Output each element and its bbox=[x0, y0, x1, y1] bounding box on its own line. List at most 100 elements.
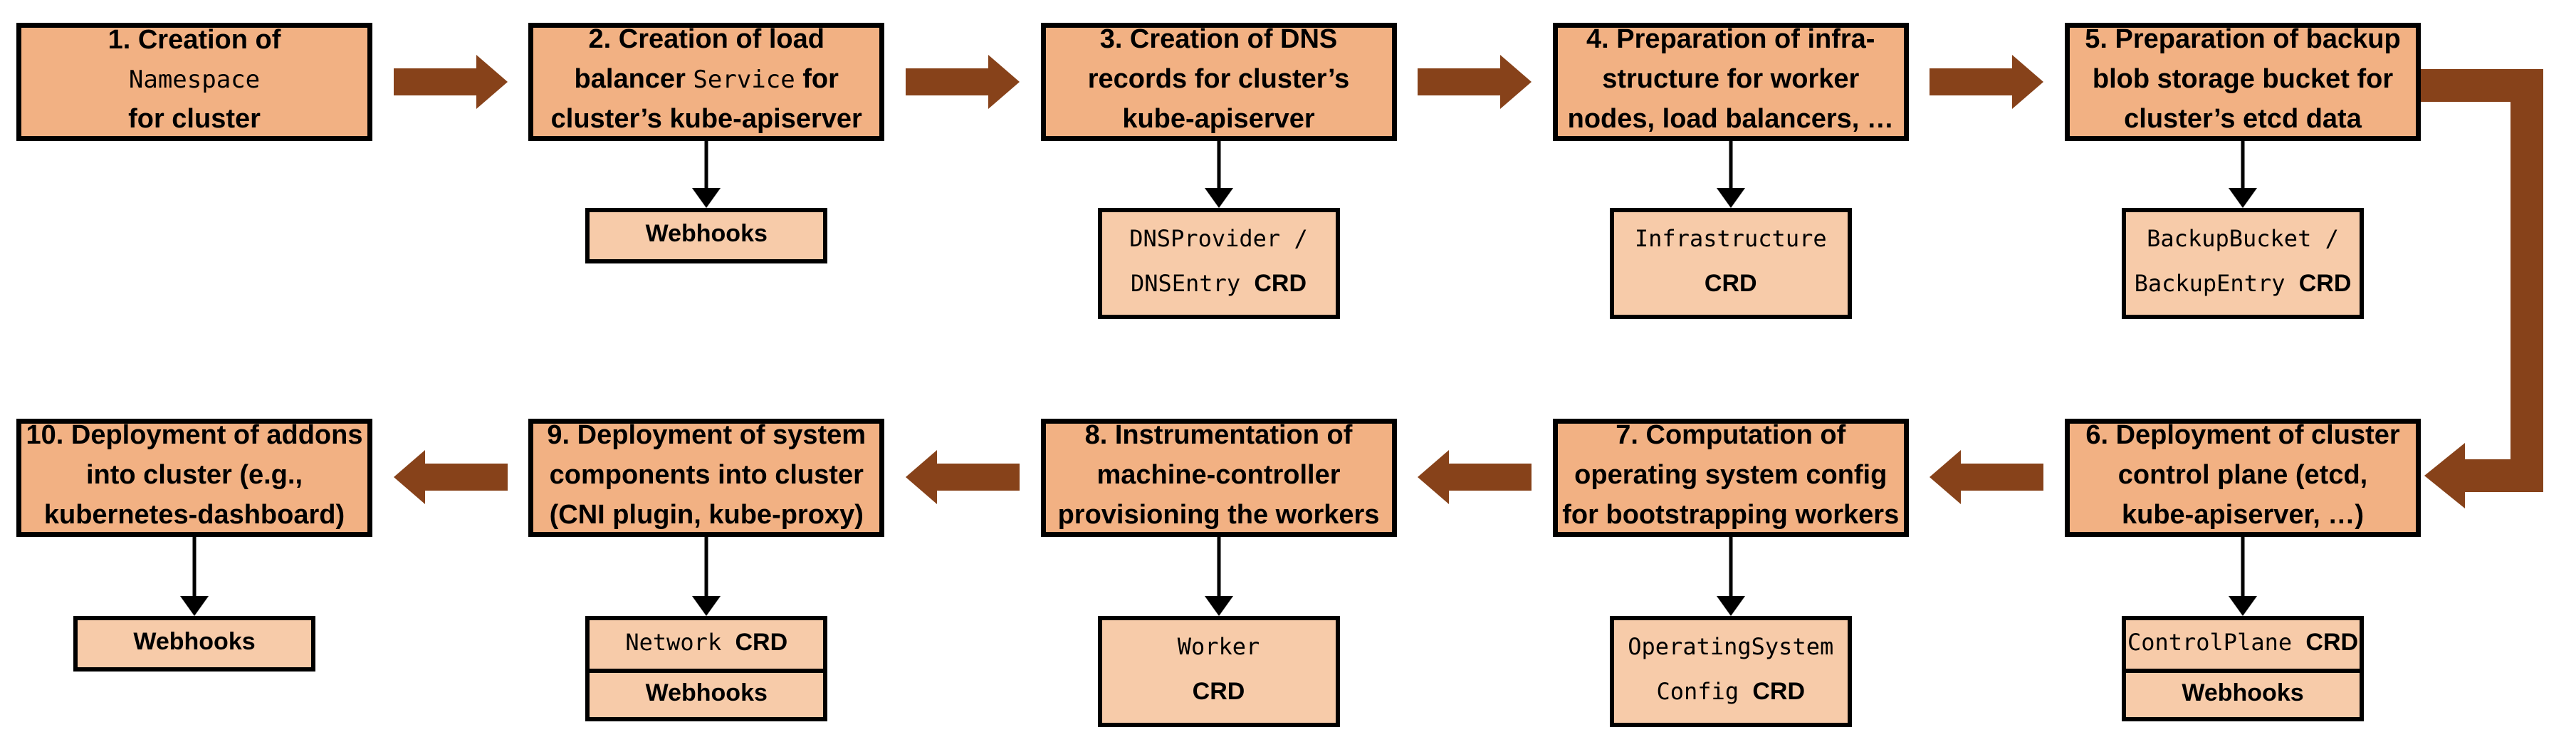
text-line: Config CRD bbox=[1656, 672, 1805, 716]
text-line: (CNI plugin, kube-proxy) bbox=[550, 498, 864, 538]
label-text: 4. Preparation of infra- bbox=[1586, 24, 1875, 54]
stage-4-connector-arrow bbox=[1710, 141, 1752, 208]
stage-4-box: 4. Preparation of infra-structure for wo… bbox=[1552, 22, 1909, 142]
label-text: for bbox=[795, 64, 839, 94]
stage-6-sub-boxes: ControlPlane CRD Webhooks bbox=[2122, 616, 2364, 721]
label-text: 7. Computation of bbox=[1616, 420, 1846, 450]
text-line: CRD bbox=[1705, 263, 1757, 308]
flow-arrow-head bbox=[476, 55, 508, 109]
code-text: Config bbox=[1656, 678, 1753, 705]
connector-arrowhead bbox=[692, 188, 721, 208]
stage-10-connector-arrow bbox=[173, 537, 216, 616]
crd-label: CRD bbox=[2298, 270, 2352, 297]
connector-line bbox=[1729, 537, 1733, 599]
flow-row-bottom: 10. Deployment of addons into cluster (e.… bbox=[16, 419, 2421, 727]
connector-line bbox=[192, 537, 197, 599]
text-line: 6. Deployment of cluster bbox=[2085, 418, 2399, 458]
label-text: 1. Creation of bbox=[108, 24, 281, 55]
text-line: 2. Creation of load bbox=[589, 22, 824, 62]
text-line: for bootstrapping workers bbox=[1562, 498, 1899, 538]
text-line: Webhooks bbox=[646, 214, 768, 258]
code-text: Network bbox=[625, 628, 735, 656]
stage-7-box: 7. Computation of operating system config… bbox=[1552, 418, 1909, 538]
text-line: into cluster (e.g., bbox=[86, 458, 303, 498]
flow-arrow-head bbox=[1930, 450, 1962, 504]
crd-label: CRD bbox=[735, 628, 788, 656]
elbow-arrow-vertical-segment bbox=[2510, 69, 2543, 492]
flow-arrow-shaft bbox=[1961, 464, 2044, 491]
text-line: nodes, load balancers, … bbox=[1568, 102, 1894, 142]
text-line: machine-controller bbox=[1096, 458, 1340, 498]
flow-arrow-head bbox=[1418, 450, 1450, 504]
connector-arrowhead bbox=[1204, 596, 1233, 616]
stage-10-sub-box-1: Webhooks bbox=[73, 616, 315, 672]
stage-10-box: 10. Deployment of addons into cluster (e.… bbox=[16, 419, 372, 537]
flow-arrow-right-3 bbox=[1418, 55, 1532, 109]
label-text: 10. Deployment of addons bbox=[26, 420, 363, 450]
label-text: provisioning the workers bbox=[1057, 500, 1380, 530]
label-text: records for cluster’s bbox=[1087, 64, 1350, 94]
text-line: control plane (etcd, bbox=[2118, 458, 2367, 498]
text-line: 4. Preparation of infra- bbox=[1586, 22, 1875, 62]
label-text: Webhooks bbox=[2182, 679, 2304, 706]
flow-arrow-left-2 bbox=[905, 450, 1020, 504]
text-line: provisioning the workers bbox=[1058, 498, 1380, 538]
stage-5-sub-boxes: BackupBucket / BackupEntry CRD bbox=[2122, 208, 2364, 319]
label-text: balancer bbox=[574, 64, 693, 94]
code-text: OperatingSystem bbox=[1628, 633, 1834, 660]
connector-arrowhead bbox=[1716, 188, 1745, 208]
flow-arrow-shaft bbox=[424, 464, 508, 491]
crd-label: CRD bbox=[1254, 270, 1307, 297]
connector-arrowhead bbox=[2229, 188, 2257, 208]
text-line: ControlPlane CRD bbox=[2127, 622, 2358, 667]
code-text: BackupEntry bbox=[2134, 270, 2299, 297]
text-line: 9. Deployment of system bbox=[547, 418, 866, 458]
flow-arrow-head bbox=[393, 450, 425, 504]
connector-arrowhead bbox=[1204, 188, 1233, 208]
label-text: into cluster (e.g., bbox=[85, 460, 303, 490]
connector-line bbox=[1729, 141, 1733, 191]
text-line: 10. Deployment of addons bbox=[26, 418, 363, 458]
label-text: kube-apiserver bbox=[1122, 104, 1315, 134]
stage-7: 7. Computation of operating system config… bbox=[1552, 418, 1909, 727]
label-text: kube-apiserver, …) bbox=[2121, 500, 2365, 530]
connector-line bbox=[704, 537, 708, 599]
text-line: CRD bbox=[1193, 672, 1245, 716]
flow-arrow-shaft bbox=[393, 68, 476, 95]
label-text: components into cluster bbox=[549, 460, 864, 490]
crd-label: CRD bbox=[1704, 270, 1757, 297]
code-text: BackupBucket / bbox=[2147, 225, 2339, 252]
code-text: DNSProvider / bbox=[1129, 225, 1308, 252]
text-line: Worker bbox=[1178, 627, 1260, 672]
stage-9-sub-box-2: Webhooks bbox=[585, 669, 828, 721]
crd-label: CRD bbox=[2305, 628, 2359, 656]
connector-arrowhead bbox=[692, 596, 721, 616]
label-text: (CNI plugin, kube-proxy) bbox=[549, 500, 864, 530]
flow-arrow-shaft bbox=[905, 68, 988, 95]
text-line: blob storage bucket for bbox=[2093, 62, 2393, 102]
connector-line bbox=[1217, 141, 1220, 191]
crd-label: CRD bbox=[1192, 678, 1245, 705]
stage-9: 9. Deployment of system components into c… bbox=[528, 418, 885, 721]
text-line: Namespace bbox=[129, 63, 260, 102]
label-text: kubernetes-dashboard) bbox=[43, 500, 345, 530]
label-text: 9. Deployment of system bbox=[547, 420, 866, 450]
text-line: 7. Computation of bbox=[1616, 418, 1845, 458]
code-text: Service bbox=[693, 66, 795, 94]
stage-10-sub-boxes: Webhooks bbox=[73, 616, 315, 672]
label-text: operating system config bbox=[1574, 460, 1888, 490]
text-line: structure for worker bbox=[1602, 62, 1859, 102]
stage-9-connector-arrow bbox=[685, 537, 728, 616]
label-text: for bootstrapping workers bbox=[1562, 500, 1900, 530]
label-text: machine-controller bbox=[1096, 460, 1341, 490]
